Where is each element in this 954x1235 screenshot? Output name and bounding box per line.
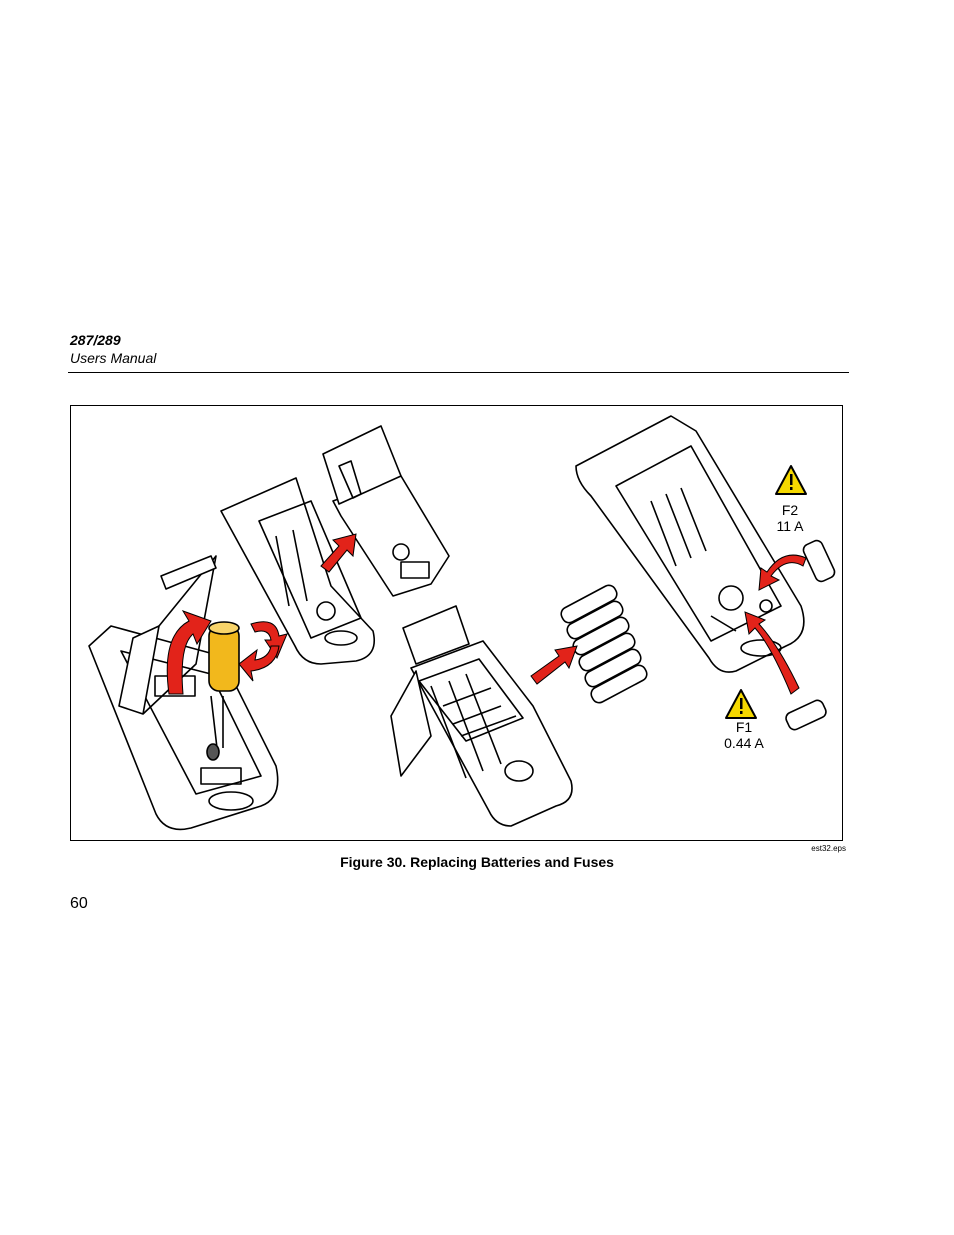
warning-f1-icon bbox=[725, 689, 757, 719]
remove-door-arrow-icon bbox=[320, 533, 357, 573]
figure-illustration bbox=[88, 415, 836, 831]
action-arrows bbox=[166, 533, 807, 695]
lift-stand-arrow-icon bbox=[166, 610, 212, 695]
fuse-f1-callout: F1 0.44 A bbox=[714, 719, 774, 751]
meter-battery-compartment bbox=[390, 605, 573, 827]
remove-batteries-arrow-icon bbox=[530, 645, 578, 685]
fuse-f2-label: F2 bbox=[781, 502, 799, 518]
battery-stack-icon bbox=[560, 584, 648, 704]
meter-back-fuse-access bbox=[575, 415, 805, 673]
meter-back-battery-door-open bbox=[220, 477, 375, 665]
fuse-f1-icon bbox=[785, 699, 827, 731]
document-model: 287/289 bbox=[70, 332, 121, 348]
remove-fuse-f2-arrow-icon bbox=[758, 554, 807, 591]
fuse-f2-callout: F2 11 A bbox=[770, 502, 810, 534]
figure-caption: Figure 30. Replacing Batteries and Fuses bbox=[340, 854, 614, 870]
screwdriver-icon bbox=[206, 621, 240, 761]
figure-frame bbox=[70, 405, 843, 841]
header-rule bbox=[68, 372, 849, 373]
page-number: 60 bbox=[70, 895, 88, 912]
figure-file-tag: est32.eps bbox=[811, 844, 846, 853]
battery-door bbox=[322, 425, 450, 597]
rotate-screw-arrow-icon bbox=[238, 645, 280, 682]
warning-f2-icon bbox=[775, 465, 807, 495]
fuse-f1-rating: 0.44 A bbox=[724, 735, 764, 751]
fuse-f2-rating: 11 A bbox=[776, 518, 804, 534]
document-title: Users Manual bbox=[70, 350, 157, 366]
remove-fuse-f1-arrow-icon bbox=[744, 611, 800, 695]
fuse-f1-label: F1 bbox=[735, 719, 753, 735]
fuse-f2-icon bbox=[802, 539, 836, 583]
